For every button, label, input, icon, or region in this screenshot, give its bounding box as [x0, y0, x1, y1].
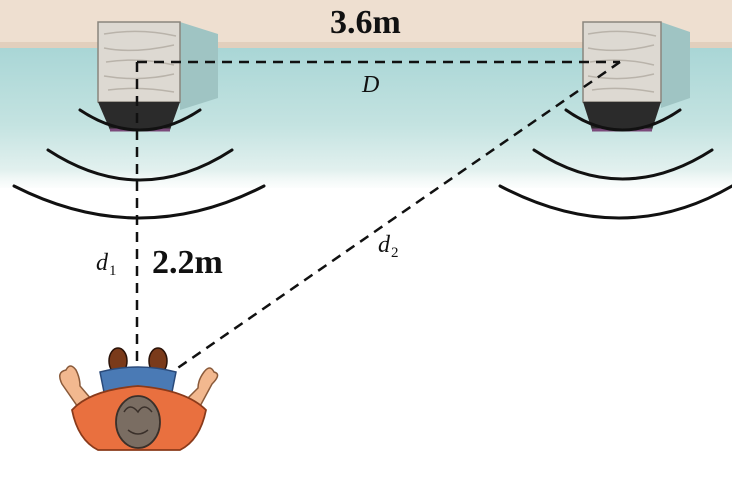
speaker-distance-label: 3.6m	[330, 4, 401, 41]
path2-subscript: 2	[391, 245, 399, 261]
right-speaker-cone	[583, 102, 661, 130]
separation-symbol-label: D	[362, 72, 380, 98]
path1-subscript: 1	[109, 263, 117, 279]
path1-label: d1	[96, 250, 117, 280]
listener-person	[59, 347, 219, 451]
floor-fade	[0, 170, 732, 192]
path2-label: d2	[378, 232, 399, 262]
path2-symbol: d	[378, 232, 390, 258]
right-sound-waves	[498, 108, 732, 220]
path-line-d2	[142, 60, 621, 394]
right-speaker	[582, 21, 690, 132]
path1-symbol: d	[96, 250, 108, 276]
dashed-paths	[135, 60, 621, 394]
left-sound-waves	[12, 108, 266, 220]
wall-baseboard	[0, 42, 732, 48]
left-speaker-cone	[98, 102, 180, 130]
listener-distance-label: 2.2m	[152, 244, 223, 281]
